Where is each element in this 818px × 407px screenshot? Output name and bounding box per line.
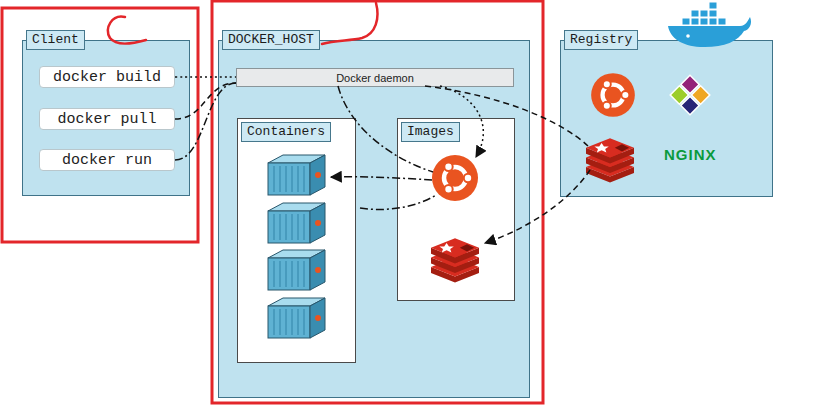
logo-text: NGINX	[664, 146, 717, 163]
daemon-bar: Docker daemon	[236, 68, 514, 87]
docker-whale-logo	[718, 18, 726, 25]
box-label: docker build	[53, 69, 161, 86]
command-box: docker run	[39, 149, 175, 171]
command-box: docker build	[39, 66, 175, 88]
annotation-frame	[2, 8, 198, 242]
box-label: docker pull	[57, 111, 156, 128]
annotation-squiggle	[322, 3, 377, 44]
containers-panel: Containers	[237, 118, 356, 363]
registry-panel: Registry	[560, 40, 773, 197]
client-panel: Clientdocker builddocker pulldocker run	[22, 40, 190, 196]
panel-heading: Registry	[564, 30, 638, 50]
box-label: docker run	[62, 152, 152, 169]
docker-whale-logo	[682, 18, 690, 25]
panel-heading: Client	[26, 30, 85, 50]
docker-whale-logo	[700, 18, 708, 25]
images-panel: Images	[397, 118, 515, 301]
host-panel: DOCKER_HOSTDocker daemonContainersImages	[218, 40, 530, 398]
docker-whale-logo	[709, 2, 717, 9]
docker-whale-logo	[691, 18, 699, 25]
panel-heading: DOCKER_HOST	[222, 30, 320, 50]
annotation-frame	[212, 1, 543, 403]
docker-whale-logo	[700, 10, 708, 17]
panel-heading: Images	[401, 122, 460, 142]
docker-whale-logo	[709, 10, 717, 17]
box-label: Docker daemon	[336, 72, 414, 84]
docker-whale-logo	[686, 34, 690, 38]
docker-whale-logo	[709, 18, 717, 25]
panel-heading: Containers	[241, 122, 331, 142]
command-box: docker pull	[39, 108, 175, 130]
docker-whale-logo	[691, 10, 699, 17]
